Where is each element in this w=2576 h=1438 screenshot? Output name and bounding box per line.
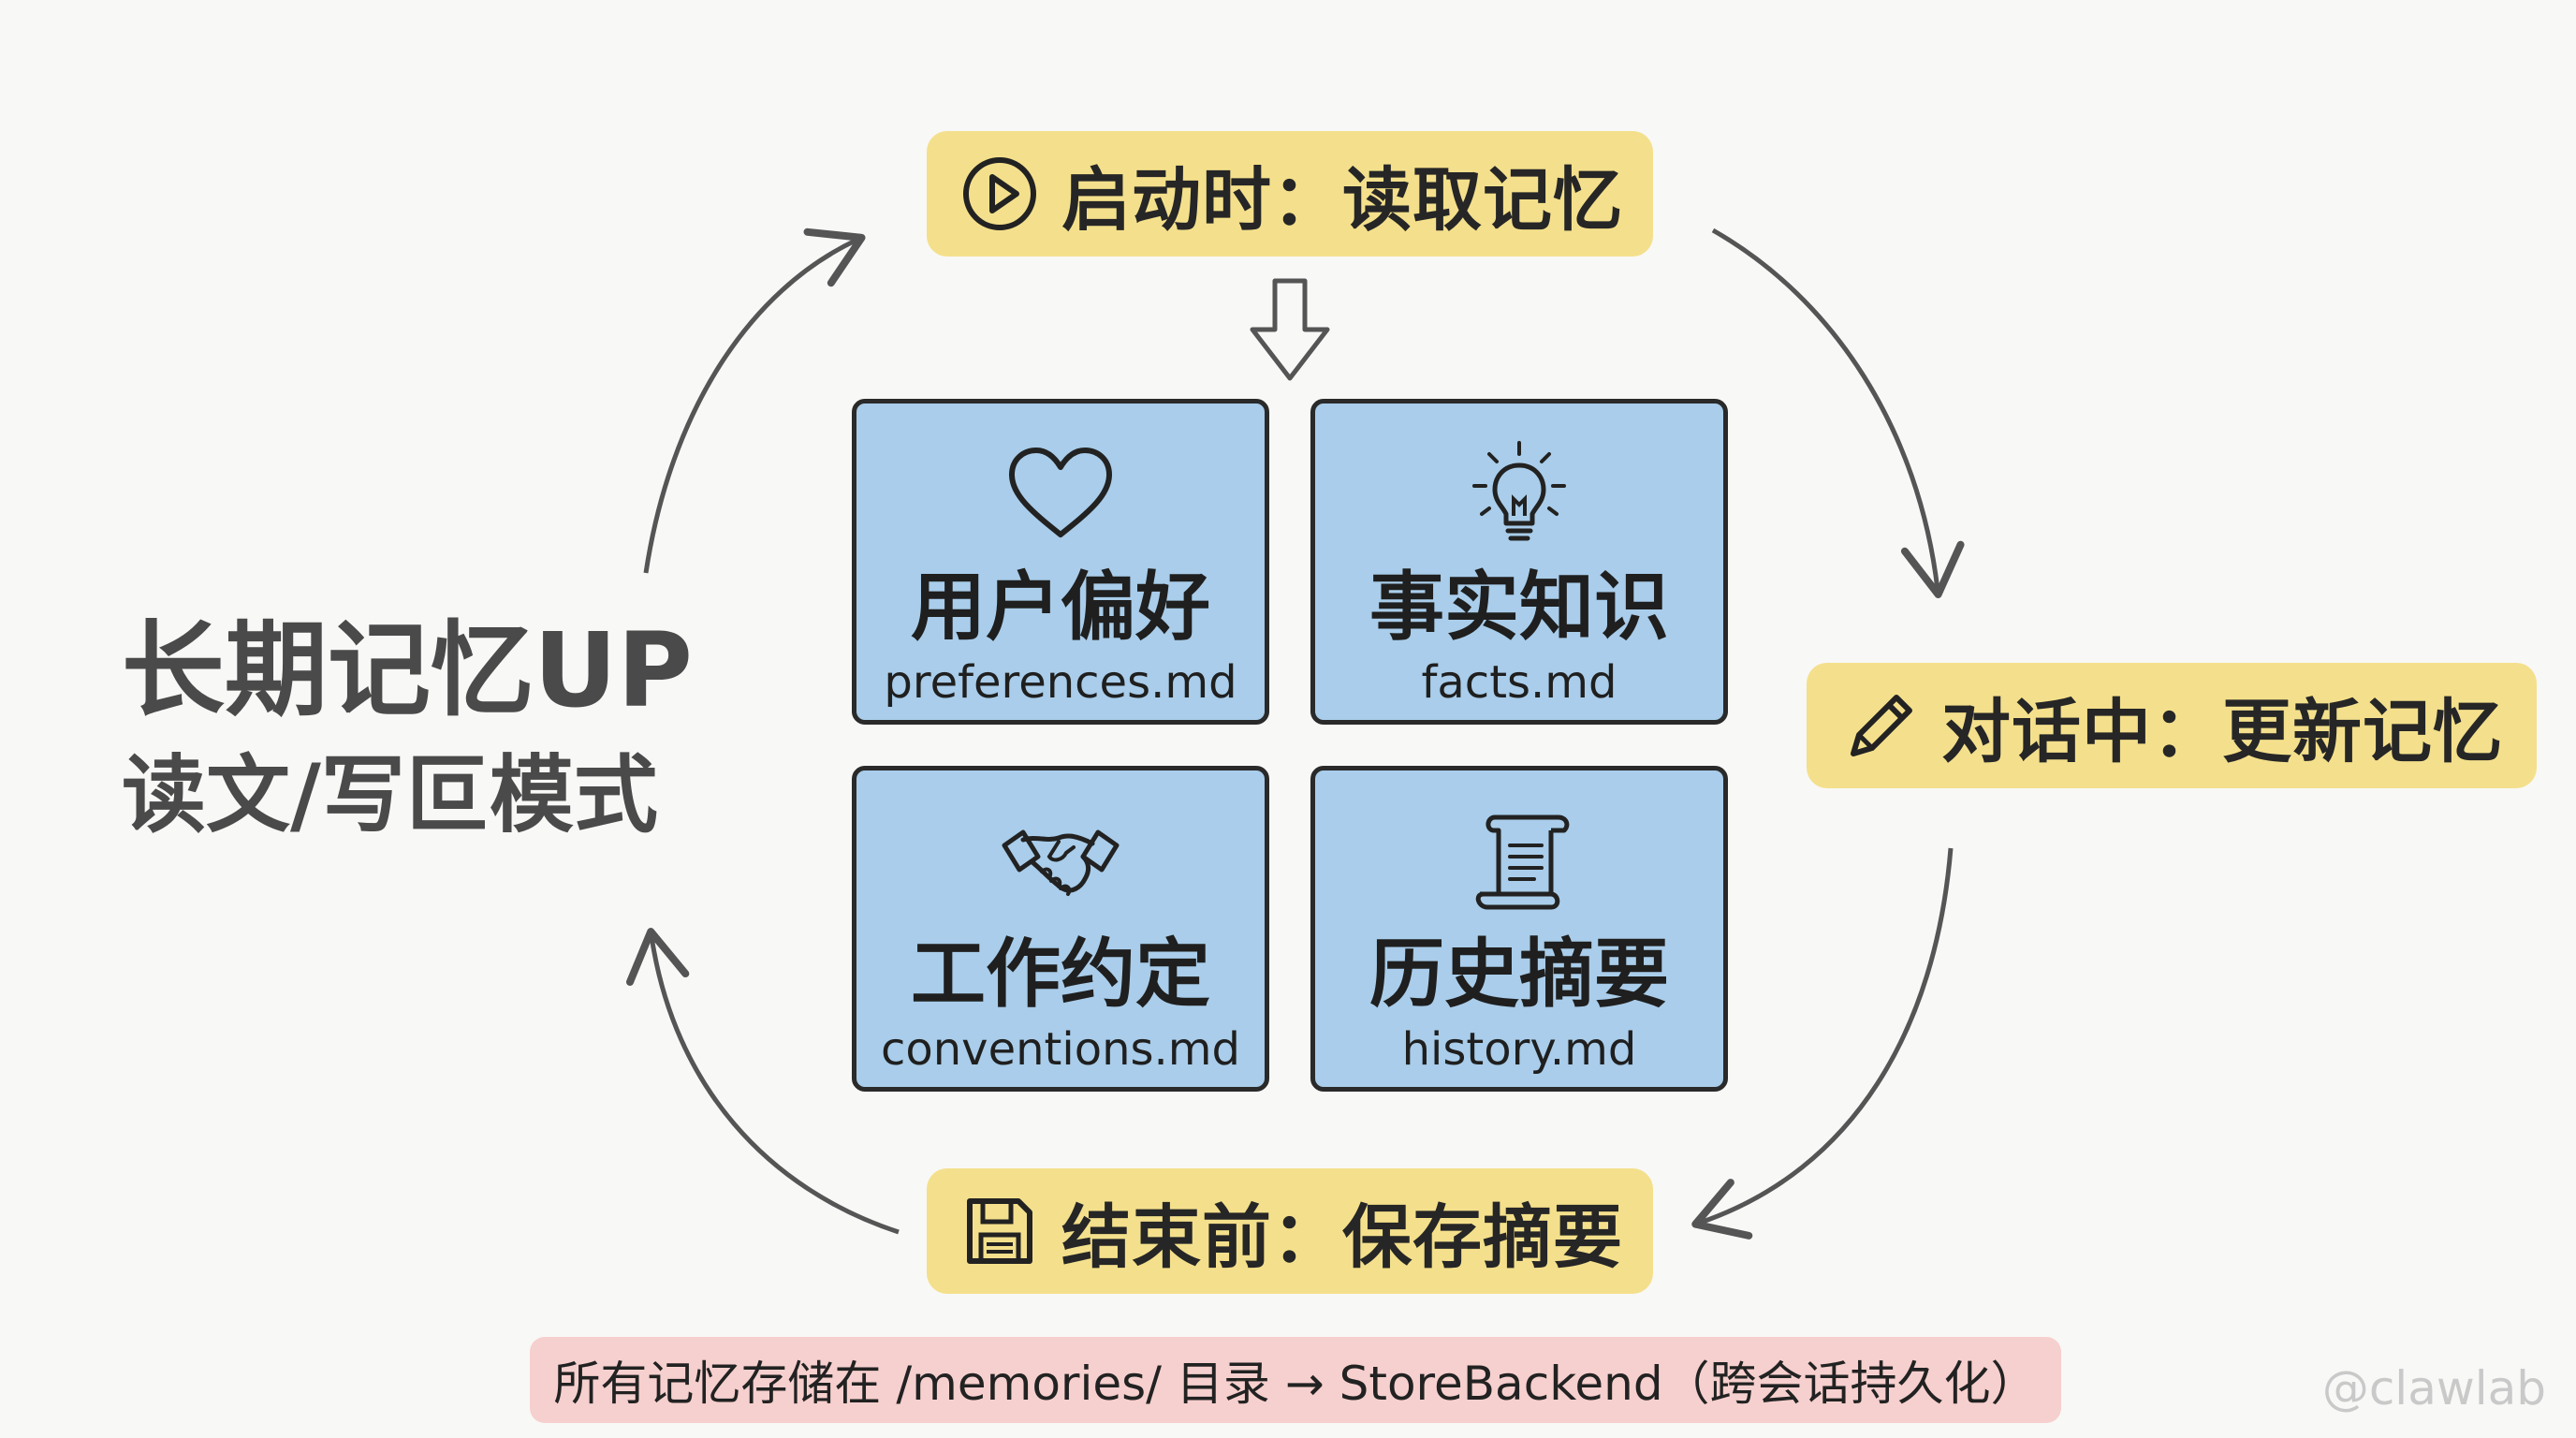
storage-note: 所有记忆存储在 /memories/ 目录 → StoreBackend（跨会话… (530, 1337, 2061, 1423)
storage-note-text: 所有记忆存储在 /memories/ 目录 → StoreBackend（跨会话… (553, 1357, 2038, 1411)
step-update-label: 对话中：更新记忆 (1941, 691, 2503, 772)
scroll-icon (1454, 804, 1585, 917)
memory-card-conventions: 工作约定 conventions.md (852, 766, 1269, 1092)
card-title: 事实知识 (1369, 564, 1669, 651)
arrow-start-to-update (1711, 227, 1965, 598)
card-title: 历史摘要 (1369, 931, 1669, 1018)
handshake-icon (995, 804, 1126, 917)
step-start-read-memory: 启动时：读取记忆 (927, 131, 1653, 257)
play-icon (955, 149, 1045, 239)
arrow-end-to-side (626, 928, 900, 1235)
down-arrow-icon (1250, 278, 1330, 381)
card-title: 用户偏好 (911, 564, 1210, 651)
pencil-icon (1835, 681, 1925, 770)
card-title: 工作约定 (911, 931, 1210, 1018)
card-filename: conventions.md (881, 1023, 1240, 1076)
card-filename: history.md (1401, 1023, 1637, 1076)
memory-card-preferences: 用户偏好 preferences.md (852, 399, 1269, 725)
heart-icon (995, 437, 1126, 550)
card-filename: facts.md (1421, 656, 1617, 709)
step-update-memory: 对话中：更新记忆 (1807, 663, 2537, 788)
step-end-save-summary: 结束前：保存摘要 (927, 1168, 1653, 1294)
side-title: 长期记忆UP (122, 610, 693, 730)
watermark: @clawlab (2321, 1361, 2546, 1416)
lightbulb-icon (1454, 437, 1585, 550)
memory-card-history: 历史摘要 history.md (1310, 766, 1728, 1092)
floppy-disk-icon (955, 1186, 1045, 1276)
arrow-side-to-start (643, 227, 866, 574)
card-filename: preferences.md (884, 656, 1237, 709)
arrow-update-to-end (1691, 847, 1954, 1240)
memory-card-facts: 事实知识 facts.md (1310, 399, 1728, 725)
side-subtitle: 读文/写叵模式 (122, 746, 658, 844)
step-start-label: 启动时：读取记忆 (1061, 159, 1623, 241)
step-end-label: 结束前：保存摘要 (1061, 1196, 1623, 1278)
